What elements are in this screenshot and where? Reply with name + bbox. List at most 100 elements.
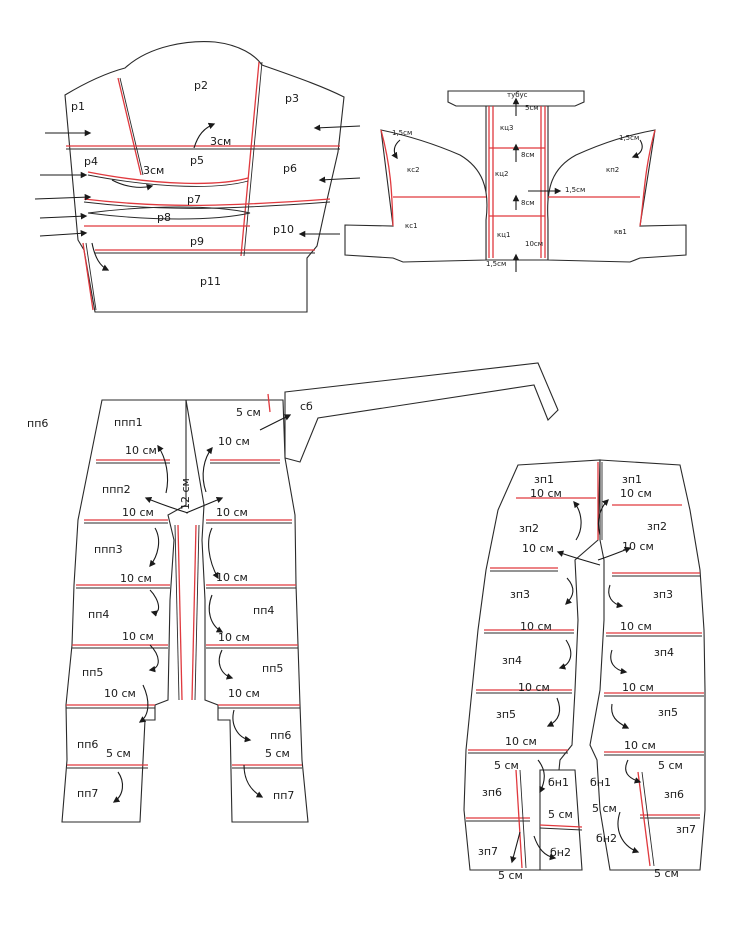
measure-3cm-b: 3см: [143, 164, 164, 177]
front-title: пп6: [27, 417, 48, 430]
piece-r4: р4: [84, 155, 98, 168]
back-l-6: зп6: [482, 786, 502, 799]
back-rm-1: 10 см: [620, 487, 652, 500]
back-g-4: бн2: [596, 832, 617, 845]
back-rm-4: 10 см: [622, 681, 654, 694]
front-lm-3: 10 см: [120, 572, 152, 585]
back-r-2: зп2: [647, 520, 667, 533]
hood-m5: 8см: [521, 199, 535, 207]
back-r-1: зп1: [622, 473, 642, 486]
hood-kc3: кц3: [500, 124, 513, 132]
hood-m3: 5см: [525, 104, 539, 112]
hood-m8: 1,5см: [486, 260, 506, 268]
hood-pattern: тубус кс2 кс1 кп2 кв1 кц3 кц2 кц1 1,5см …: [344, 90, 687, 272]
back-lm-2: 10 см: [522, 542, 554, 555]
front-rm-4: 10 см: [218, 631, 250, 644]
back-lm-6: 5 см: [494, 759, 519, 772]
hood-kv1: кв1: [614, 228, 627, 236]
hood-m7: 10см: [525, 240, 543, 248]
front-l-2: ппп2: [102, 483, 131, 496]
hood-m1: 1,5см: [392, 129, 412, 137]
front-lm-6: 5 см: [106, 747, 131, 760]
back-l-3: зп3: [510, 588, 530, 601]
hood-ks1: кс1: [405, 222, 418, 230]
piece-r1: р1: [71, 100, 85, 113]
piece-r7: р7: [187, 193, 201, 206]
back-r-6: зп6: [664, 788, 684, 801]
front-lm-4: 10 см: [122, 630, 154, 643]
back-lm-1: 10 см: [530, 487, 562, 500]
front-l-5: пп5: [82, 666, 103, 679]
back-rm-5: 10 см: [624, 739, 656, 752]
front-r-5: пп5: [262, 662, 283, 675]
hood-kc2: кц2: [495, 170, 508, 178]
back-l-1: зп1: [534, 473, 554, 486]
back-g-3: бн1: [590, 776, 611, 789]
back-rm-3: 10 см: [620, 620, 652, 633]
back-gm-1: 5 см: [548, 808, 573, 821]
hood-m4: 8см: [521, 151, 535, 159]
front-r-7: пп7: [273, 789, 294, 802]
front-right-leg: [185, 399, 309, 823]
back-lm-5: 10 см: [505, 735, 537, 748]
front-r-4: пп4: [253, 604, 274, 617]
back-g-1: бн1: [548, 776, 569, 789]
back-rm-7: 5 см: [654, 867, 679, 880]
front-l-6: пп6: [77, 738, 98, 751]
back-lm-7: 5 см: [498, 869, 523, 882]
hood-tube-label: тубус: [507, 91, 528, 99]
back-trousers-pattern: зп1 зп2 зп3 зп4 зп5 зп6 зп7 зп1 зп2 зп3 …: [463, 459, 706, 882]
front-l-3: ппп3: [94, 543, 123, 556]
back-right-leg: [589, 459, 706, 871]
piece-r3: р3: [285, 92, 299, 105]
front-l-7: пп7: [77, 787, 98, 800]
piece-r2: р2: [194, 79, 208, 92]
measure-3cm-a: 3см: [210, 135, 231, 148]
hood-kp2: кп2: [606, 166, 619, 174]
front-l-1: ппп1: [114, 416, 143, 429]
front-rm-2: 10 см: [216, 506, 248, 519]
piece-r11: р11: [200, 275, 221, 288]
back-l-4: зп4: [502, 654, 522, 667]
front-left-leg: [61, 399, 187, 823]
front-rm-1: 10 см: [218, 435, 250, 448]
back-l-2: зп2: [519, 522, 539, 535]
front-r-6: пп6: [270, 729, 291, 742]
back-r-3: зп3: [653, 588, 673, 601]
back-r-4: зп4: [654, 646, 674, 659]
front-lm-5: 10 см: [104, 687, 136, 700]
front-trousers-pattern: пп6 сб ппп1 ппп2 ппп3 пп4 пп5 пп6 пп7: [27, 362, 559, 823]
front-lm-1: 10 см: [125, 444, 157, 457]
belt-label: сб: [300, 400, 313, 413]
back-rm-6: 5 см: [658, 759, 683, 772]
back-r-7: зп7: [676, 823, 696, 836]
back-lm-4: 10 см: [518, 681, 550, 694]
front-rm-6: 5 см: [265, 747, 290, 760]
hood-m6: 1,5см: [565, 186, 585, 194]
back-gusset: [539, 769, 583, 871]
piece-r8: р8: [157, 211, 171, 224]
piece-r5: р5: [190, 154, 204, 167]
back-rm-2: 10 см: [622, 540, 654, 553]
back-r-5: зп5: [658, 706, 678, 719]
front-fold-measure: 12 см: [179, 478, 192, 510]
front-belt-measure: 5 см: [236, 406, 261, 419]
jacket-pattern: р1 р2 р3 р4 р5 р6 р7 р8 р9 р10 р11 3см 3…: [34, 41, 361, 313]
jacket-outline: [64, 41, 345, 313]
piece-r9: р9: [190, 235, 204, 248]
back-lm-3: 10 см: [520, 620, 552, 633]
front-l-4: пп4: [88, 608, 109, 621]
hood-ks2: кс2: [407, 166, 420, 174]
back-gm-2: 5 см: [592, 802, 617, 815]
piece-r10: р10: [273, 223, 294, 236]
front-lm-2: 10 см: [122, 506, 154, 519]
back-l-5: зп5: [496, 708, 516, 721]
piece-r6: р6: [283, 162, 297, 175]
front-rm-5: 10 см: [228, 687, 260, 700]
back-l-7: зп7: [478, 845, 498, 858]
belt-strip: [284, 362, 559, 463]
hood-m2: 1,5см: [619, 134, 639, 142]
front-rm-3: 10 см: [216, 571, 248, 584]
hood-kc1: кц1: [497, 231, 510, 239]
